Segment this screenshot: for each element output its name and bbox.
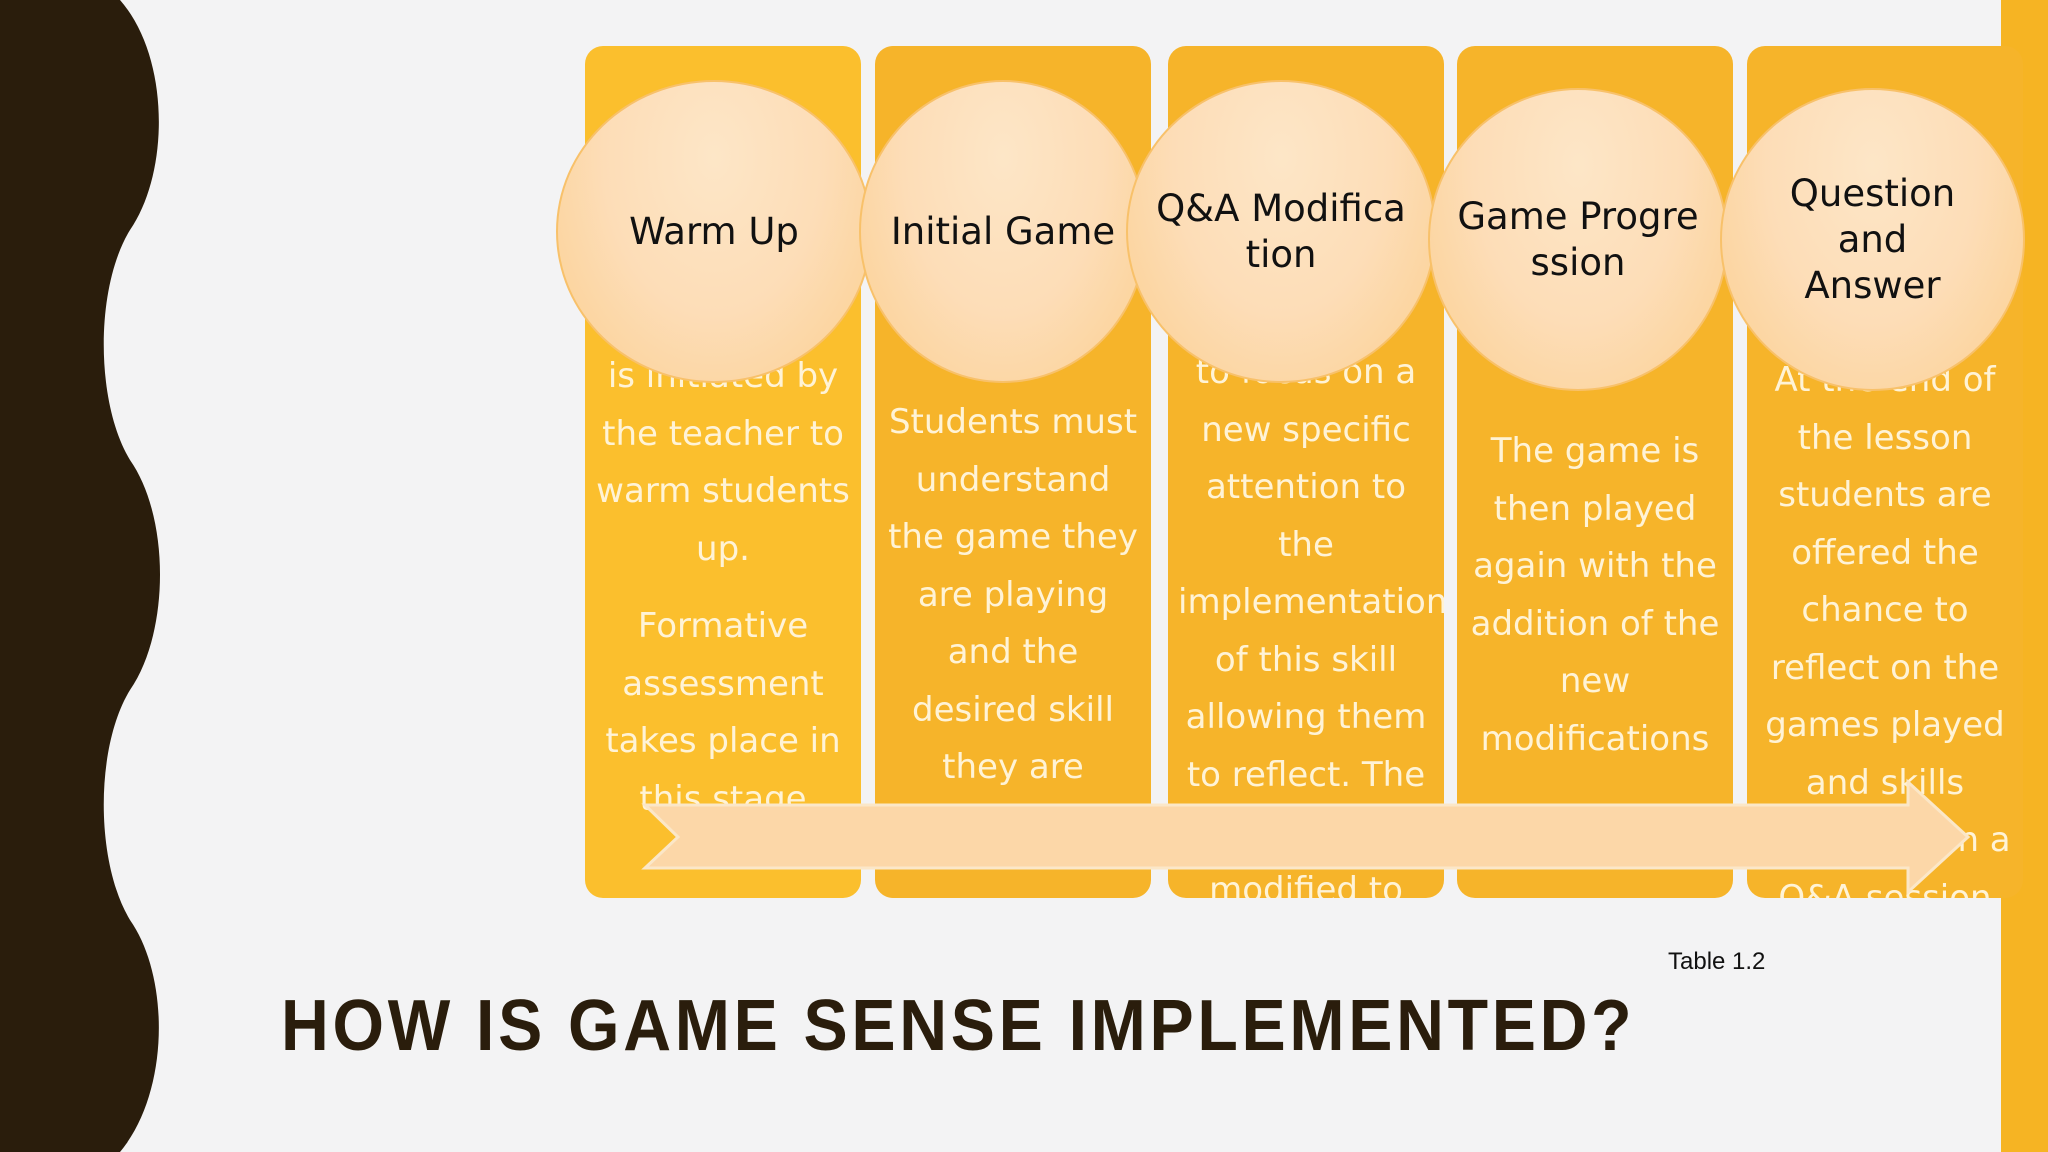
stage-4-circle: Game Progression [1428, 88, 1728, 391]
stage-2-description: Students must understand the game they a… [885, 394, 1141, 874]
stage-3-paragraph-1: to focus on a new specific attention to … [1178, 352, 1444, 898]
stage-5-label: Question and Answer [1789, 171, 1956, 307]
stage-3-description: to focus on a new specific attention to … [1178, 344, 1444, 898]
stage-1-circle: Warm Up [556, 80, 872, 383]
table-caption: Table 1.2 [1668, 948, 1766, 975]
stage-1-description: is initiated by the teacher to warm stud… [595, 348, 851, 848]
stage-3-label: Q&A Modification [1156, 186, 1406, 276]
stage-4-label: Game Progression [1457, 194, 1699, 284]
stage-2-circle: Initial Game [859, 80, 1147, 383]
stage-1-paragraph-1: is initiated by the teacher to warm stud… [596, 356, 850, 569]
slide-title: HOW IS GAME SENSE IMPLEMENTED? [281, 986, 1636, 1066]
stage-4-description: The game is then played again with the a… [1467, 423, 1723, 788]
stage-1-label: Warm Up [629, 209, 799, 253]
stage-1-paragraph-2: Formative assessment takes place in this… [605, 606, 841, 819]
left-wavy-border [0, 0, 160, 1152]
stage-5-paragraph-1: At the end of the lesson students are of… [1759, 360, 2011, 898]
stage-5-description: At the end of the lesson students are of… [1757, 352, 2013, 898]
stage-3-circle: Q&A Modification [1126, 80, 1436, 383]
stage-4-paragraph-1: The game is then played again with the a… [1470, 431, 1720, 759]
stage-2-paragraph-1: Students must understand the game they a… [888, 402, 1138, 845]
stage-2-label: Initial Game [890, 209, 1116, 253]
stage-5-circle: Question and Answer [1720, 88, 2025, 391]
